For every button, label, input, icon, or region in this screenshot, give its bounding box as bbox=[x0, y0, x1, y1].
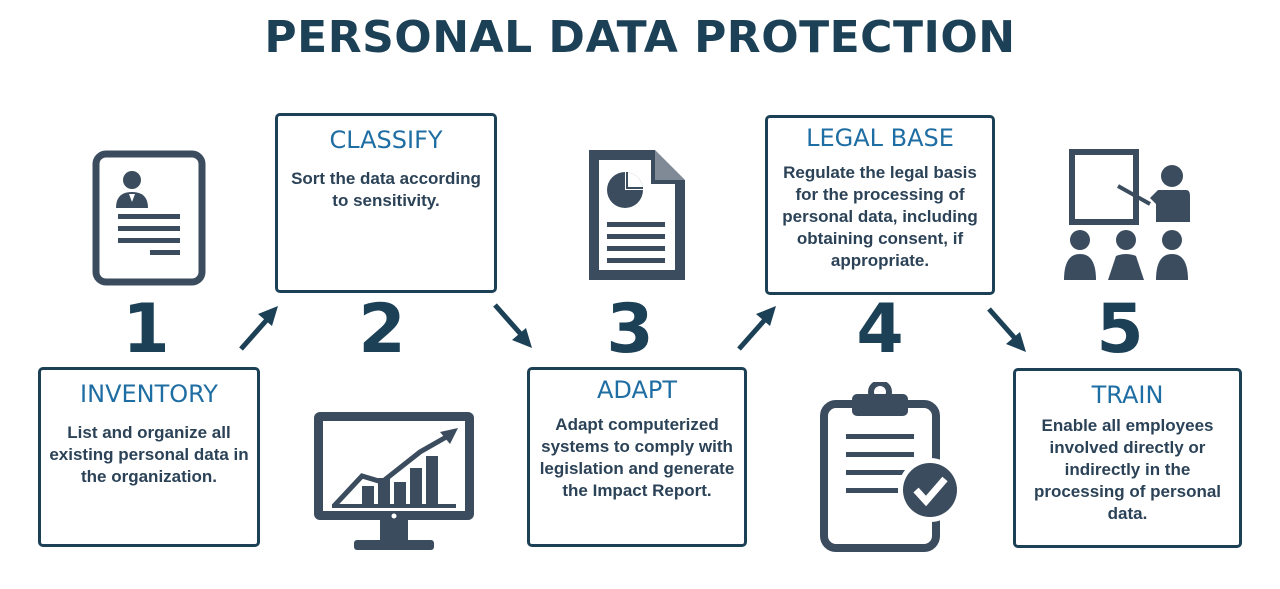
step-heading: INVENTORY bbox=[80, 380, 218, 408]
step-description: Enable all employees involved directly o… bbox=[1033, 416, 1222, 523]
arrow-down-right-icon bbox=[493, 303, 532, 348]
step-description: Adapt computerized systems to comply wit… bbox=[539, 415, 735, 500]
arrow-up-right-icon bbox=[239, 306, 278, 351]
arrow-down-right-icon bbox=[987, 307, 1026, 352]
step-description: Sort the data according to sensitivity. bbox=[291, 169, 481, 210]
step-box-train: TRAIN Enable all employees involved dire… bbox=[1013, 368, 1242, 548]
step-box-adapt: ADAPT Adapt computerized systems to comp… bbox=[527, 367, 747, 547]
arrow-up-right-icon bbox=[737, 306, 776, 351]
resume-icon bbox=[92, 150, 206, 286]
step-box-legal-base: LEGAL BASE Regulate the legal basis for … bbox=[765, 115, 995, 295]
step-heading: CLASSIFY bbox=[329, 126, 443, 154]
step-number-2: 2 bbox=[358, 290, 406, 369]
step-description: Regulate the legal basis for the process… bbox=[782, 163, 978, 270]
step-number-4: 4 bbox=[856, 290, 904, 369]
step-heading: TRAIN bbox=[1091, 381, 1164, 409]
step-box-inventory: INVENTORY List and organize all existing… bbox=[38, 367, 260, 547]
step-description: List and organize all existing personal … bbox=[49, 423, 249, 486]
page-title: PERSONAL DATA PROTECTION bbox=[264, 12, 1016, 63]
step-number-1: 1 bbox=[122, 290, 170, 369]
step-box-classify: CLASSIFY Sort the data according to sens… bbox=[275, 113, 497, 293]
training-icon bbox=[1064, 149, 1190, 280]
monitor-chart-icon bbox=[314, 412, 474, 550]
document-pie-icon bbox=[589, 150, 685, 280]
clipboard-check-icon bbox=[820, 382, 962, 552]
step-heading: ADAPT bbox=[596, 376, 678, 404]
step-heading: LEGAL BASE bbox=[806, 124, 954, 152]
step-number-5: 5 bbox=[1096, 290, 1144, 369]
step-number-3: 3 bbox=[606, 290, 654, 369]
